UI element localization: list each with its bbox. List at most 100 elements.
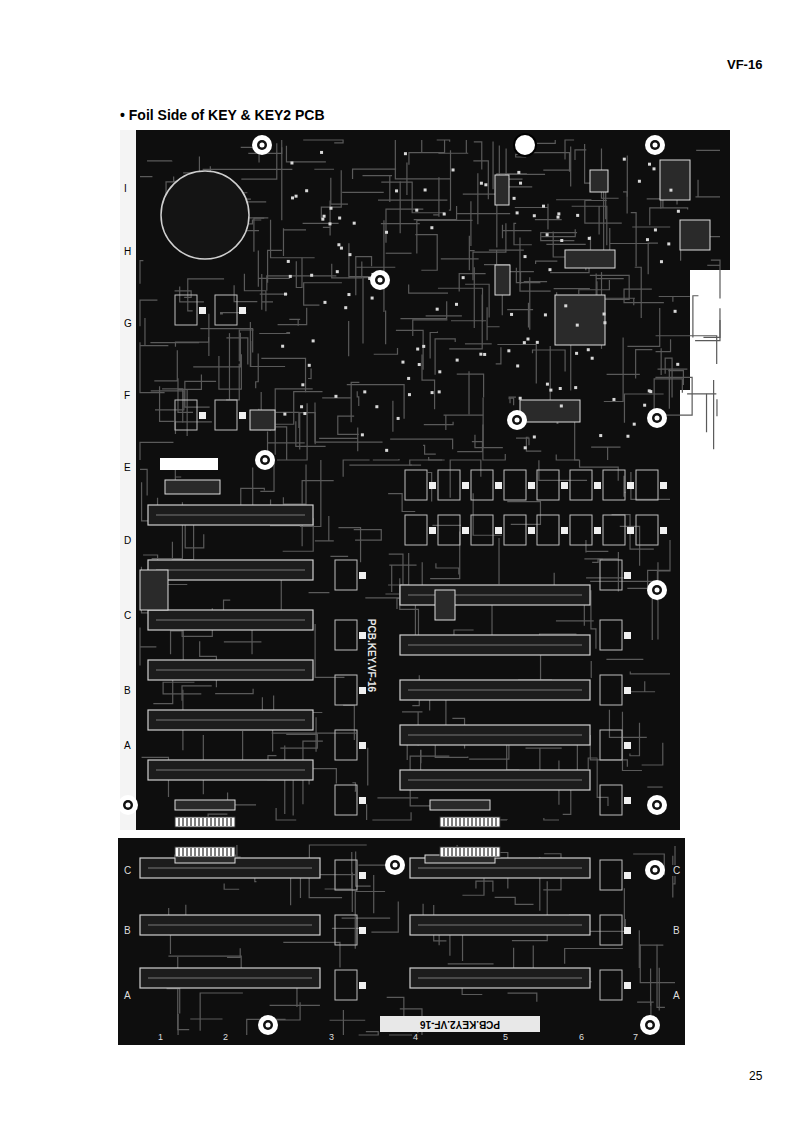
solder-pad <box>510 313 513 316</box>
copper-trace <box>496 347 501 364</box>
copper-trace <box>647 199 661 209</box>
component-outline <box>600 620 622 650</box>
hole-center <box>260 143 265 148</box>
copper-trace <box>713 380 714 449</box>
component-outline <box>405 470 427 500</box>
solder-pad <box>455 303 458 306</box>
key-contact-strip <box>400 725 590 745</box>
solder-pad <box>305 189 308 192</box>
component-outline <box>603 515 625 545</box>
hole-ring <box>257 140 267 150</box>
component-outline <box>335 860 357 890</box>
solder-pad <box>560 404 563 407</box>
connector-pin <box>452 818 453 826</box>
ic-footprint <box>565 250 615 268</box>
copper-trace <box>343 1010 344 1035</box>
copper-trace <box>309 592 330 593</box>
solder-pad <box>587 348 590 351</box>
contact-line <box>156 570 305 571</box>
grid-index: C <box>123 610 132 621</box>
copper-trace <box>390 439 452 449</box>
copper-trace <box>224 884 239 890</box>
solder-pad <box>431 391 434 394</box>
copper-trace <box>349 465 412 466</box>
copper-trace <box>258 250 289 286</box>
solder-pad <box>546 233 549 236</box>
pad <box>359 982 366 989</box>
ic-footprint <box>555 295 605 345</box>
copper-trace <box>468 371 469 414</box>
ic-footprint <box>175 800 235 810</box>
connector-pin <box>223 848 224 856</box>
copper-trace <box>432 525 461 526</box>
copper-trace <box>353 169 397 179</box>
connector-pin <box>484 848 485 856</box>
connector-pin <box>207 818 208 826</box>
solder-pad <box>638 180 641 183</box>
solder-pad <box>533 214 536 217</box>
pad <box>624 797 631 804</box>
solder-pad <box>312 339 315 342</box>
pad <box>495 527 502 534</box>
copper-trace <box>465 343 492 344</box>
contact-line <box>408 645 582 646</box>
copper-trace <box>510 398 514 405</box>
solder-pad <box>524 446 527 449</box>
copper-trace <box>703 320 720 338</box>
key-contact-strip <box>140 915 320 935</box>
copper-trace <box>147 160 172 161</box>
contact-line <box>156 620 305 621</box>
connector-pin <box>496 848 497 856</box>
connector-pin <box>219 818 220 826</box>
copper-trace <box>647 786 662 787</box>
grid-index: A <box>123 740 132 751</box>
pad <box>359 872 366 879</box>
copper-trace <box>624 888 625 928</box>
pad <box>594 482 601 489</box>
connector-pin <box>227 818 228 826</box>
copper-trace <box>363 175 393 176</box>
copper-trace <box>556 620 594 621</box>
copper-trace <box>400 181 401 233</box>
solder-pad <box>323 215 326 218</box>
mounting-hole <box>252 135 272 155</box>
hole-center <box>515 418 520 423</box>
component-outline <box>504 515 526 545</box>
copper-trace <box>588 758 597 769</box>
label-patch <box>160 458 218 470</box>
solder-pad <box>603 313 606 316</box>
copper-trace <box>338 416 359 434</box>
solder-pad <box>669 189 672 192</box>
component-outline <box>175 400 197 430</box>
solder-pad <box>524 255 527 258</box>
component-outline <box>335 785 357 815</box>
connector-pin <box>476 818 477 826</box>
copper-trace <box>178 374 201 389</box>
copper-trace <box>586 540 608 553</box>
component-outline <box>335 970 357 1000</box>
copper-trace <box>352 873 353 913</box>
ic-footprint <box>250 410 275 430</box>
copper-trace <box>528 303 529 328</box>
connector-pin <box>195 818 196 826</box>
pad <box>199 412 206 419</box>
copper-trace <box>498 538 499 584</box>
copper-trace <box>598 206 599 234</box>
copper-trace <box>556 454 579 460</box>
connector-pin <box>476 848 477 856</box>
contact-line <box>148 978 312 979</box>
solder-pad <box>404 152 407 155</box>
solder-pad <box>284 293 287 296</box>
copper-trace <box>438 140 468 153</box>
copper-trace <box>457 213 510 214</box>
key-contact-strip <box>400 770 590 790</box>
connector-pin <box>179 818 180 826</box>
connector-pin <box>460 848 461 856</box>
copper-trace <box>604 337 623 401</box>
copper-trace <box>436 563 459 574</box>
key-contact-strip <box>148 560 313 580</box>
solder-pad <box>516 211 519 214</box>
mounting-hole <box>640 1015 660 1035</box>
solder-pad <box>348 253 351 256</box>
